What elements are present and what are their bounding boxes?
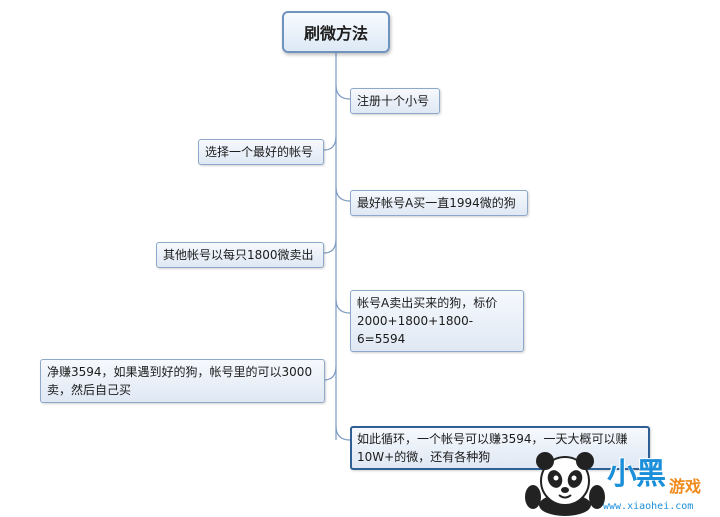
topic-choose-best-account[interactable]: 选择一个最好的帐号 [198,139,324,165]
watermark-url: www.xiaohei.com [603,501,694,512]
panda-icon [525,452,605,516]
topic-others-sell[interactable]: 其他帐号以每只1800微卖出 [156,242,324,268]
connector-n4 [323,238,337,254]
connector-n7 [335,425,351,441]
watermark-brand-big: 小黑 [607,457,666,492]
topic-net-profit[interactable]: 净赚3594，如果遇到好的狗，帐号里的可以3000卖，然后自己买 [40,359,325,403]
topic-account-a-buy[interactable]: 最好帐号A买一直1994微的狗 [350,190,528,216]
topic-account-a-resell[interactable]: 帐号A卖出买来的狗，标价2000+1800+1800-6=5594 [350,290,524,352]
root-topic[interactable]: 刷微方法 [282,11,390,53]
watermark-logo: 小黑 游戏 www.xiaohei.com [523,447,720,517]
topic-repeat-cycle[interactable]: 如此循环，一个帐号可以赚3594，一天大概可以赚10W+的微，还有各种狗 [350,426,650,470]
topic-register-accounts[interactable]: 注册十个小号 [350,88,440,114]
connector-n3 [335,186,351,202]
connector-n5 [335,298,351,314]
connector-n6 [323,365,337,381]
connector-n1 [335,84,351,100]
watermark-brand-small: 游戏 [669,477,702,496]
connector-n2 [323,135,337,151]
